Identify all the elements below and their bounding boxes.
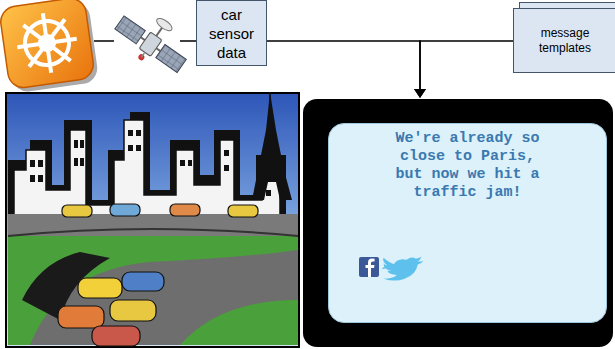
- wheel-icon: [0, 0, 99, 94]
- box-label: car sensor data: [197, 5, 266, 62]
- social-icons: [357, 252, 437, 286]
- stacked-box: message templates: [513, 8, 615, 73]
- city-illustration: [6, 92, 299, 347]
- connector: [414, 41, 513, 98]
- message-screen: We're already so close to Paris, but now…: [303, 99, 613, 347]
- connector: [267, 41, 426, 98]
- message-text: We're already so close to Paris, but now…: [387, 124, 549, 202]
- arrow-head: [414, 89, 426, 98]
- message-panel: We're already so close to Paris, but now…: [328, 123, 607, 323]
- arrow-head: [414, 89, 426, 98]
- box-label: message templates: [514, 26, 615, 56]
- process-box: car sensor data: [196, 0, 267, 66]
